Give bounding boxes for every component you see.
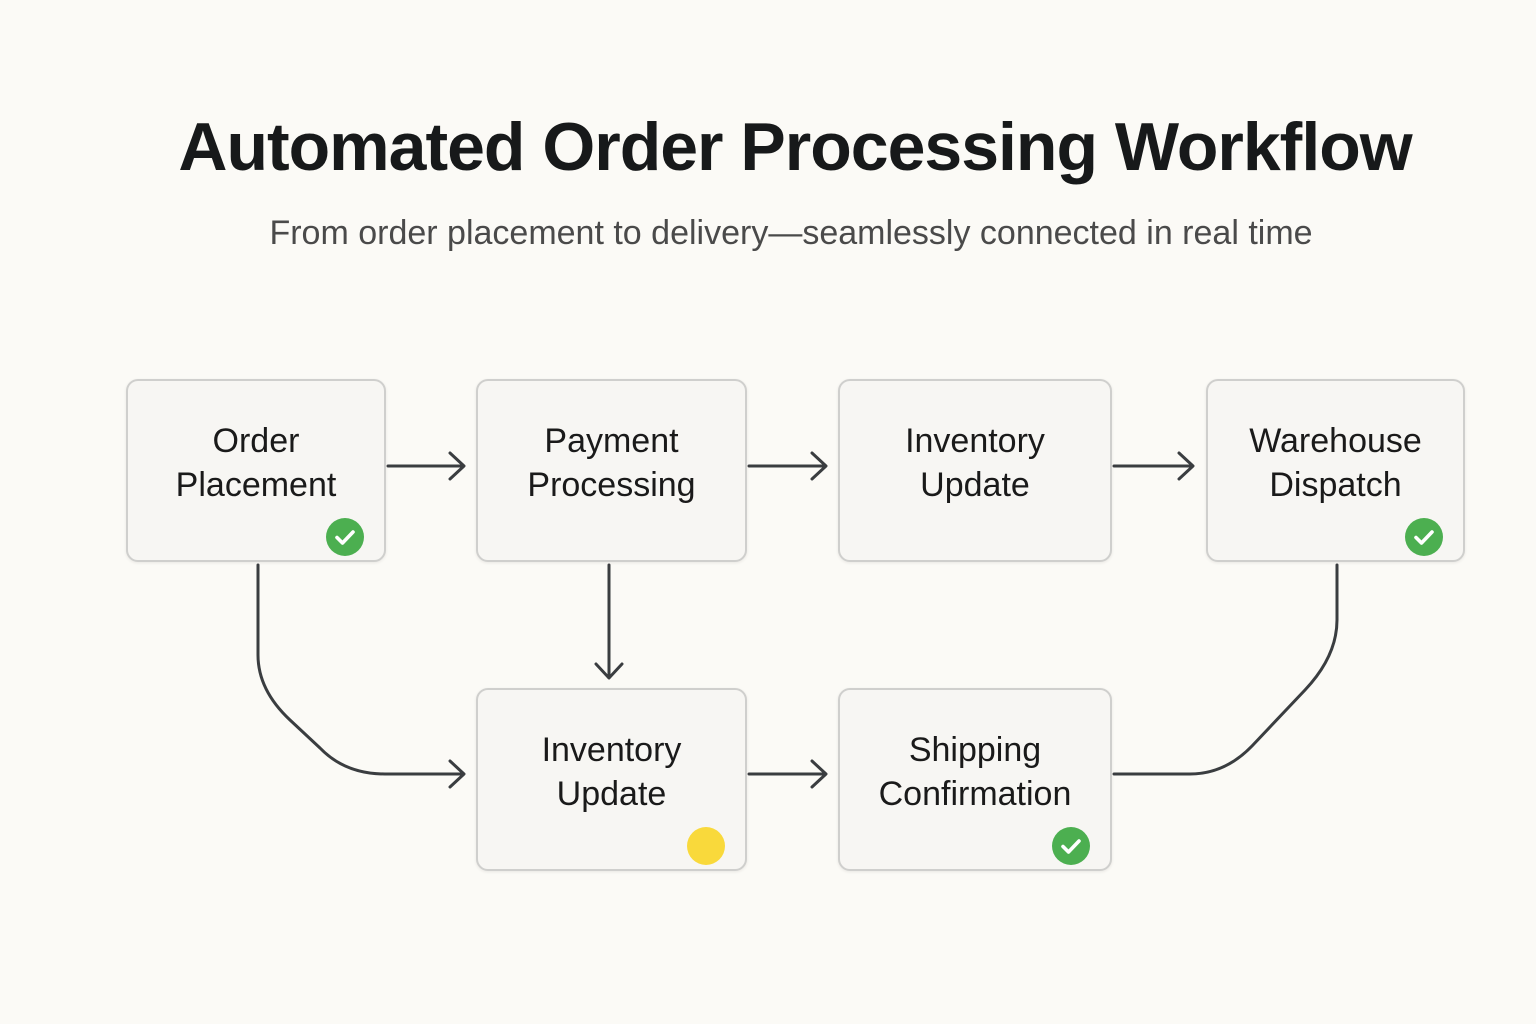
page-subtitle: From order placement to delivery—seamles… bbox=[269, 214, 1313, 252]
check-circle-icon bbox=[1052, 827, 1090, 865]
node-label: Order Placement bbox=[175, 422, 337, 504]
node-warehouse-dispatch[interactable]: Warehouse Dispatch bbox=[1206, 379, 1465, 562]
node-payment-processing[interactable]: Payment Processing bbox=[476, 379, 747, 562]
pending-dot-icon bbox=[687, 827, 725, 865]
node-label: Shipping Confirmation bbox=[878, 731, 1072, 813]
edge-order-to-payment bbox=[386, 451, 466, 481]
edge-inventory-top-to-warehouse bbox=[1112, 451, 1195, 481]
node-label: Warehouse Dispatch bbox=[1249, 422, 1422, 504]
node-label: Inventory Update bbox=[905, 422, 1045, 504]
check-circle-icon bbox=[326, 518, 364, 556]
edge-order-to-inventory-bottom bbox=[256, 563, 466, 789]
edge-shipping-to-warehouse bbox=[1112, 563, 1339, 776]
node-label: Payment Processing bbox=[527, 422, 696, 504]
node-order-placement[interactable]: Order Placement bbox=[126, 379, 386, 562]
edge-payment-to-inventory-bottom bbox=[594, 563, 624, 680]
check-circle-icon bbox=[1405, 518, 1443, 556]
page-title: Automated Order Processing Workflow bbox=[178, 109, 1412, 185]
edge-payment-to-inventory-top bbox=[747, 451, 828, 481]
edge-inventory-bottom-to-shipping bbox=[747, 759, 828, 789]
node-inventory-update-bottom[interactable]: Inventory Update bbox=[476, 688, 747, 871]
node-shipping-confirmation[interactable]: Shipping Confirmation bbox=[838, 688, 1112, 871]
node-label: Inventory Update bbox=[541, 731, 682, 813]
node-inventory-update-top[interactable]: Inventory Update bbox=[838, 379, 1112, 562]
